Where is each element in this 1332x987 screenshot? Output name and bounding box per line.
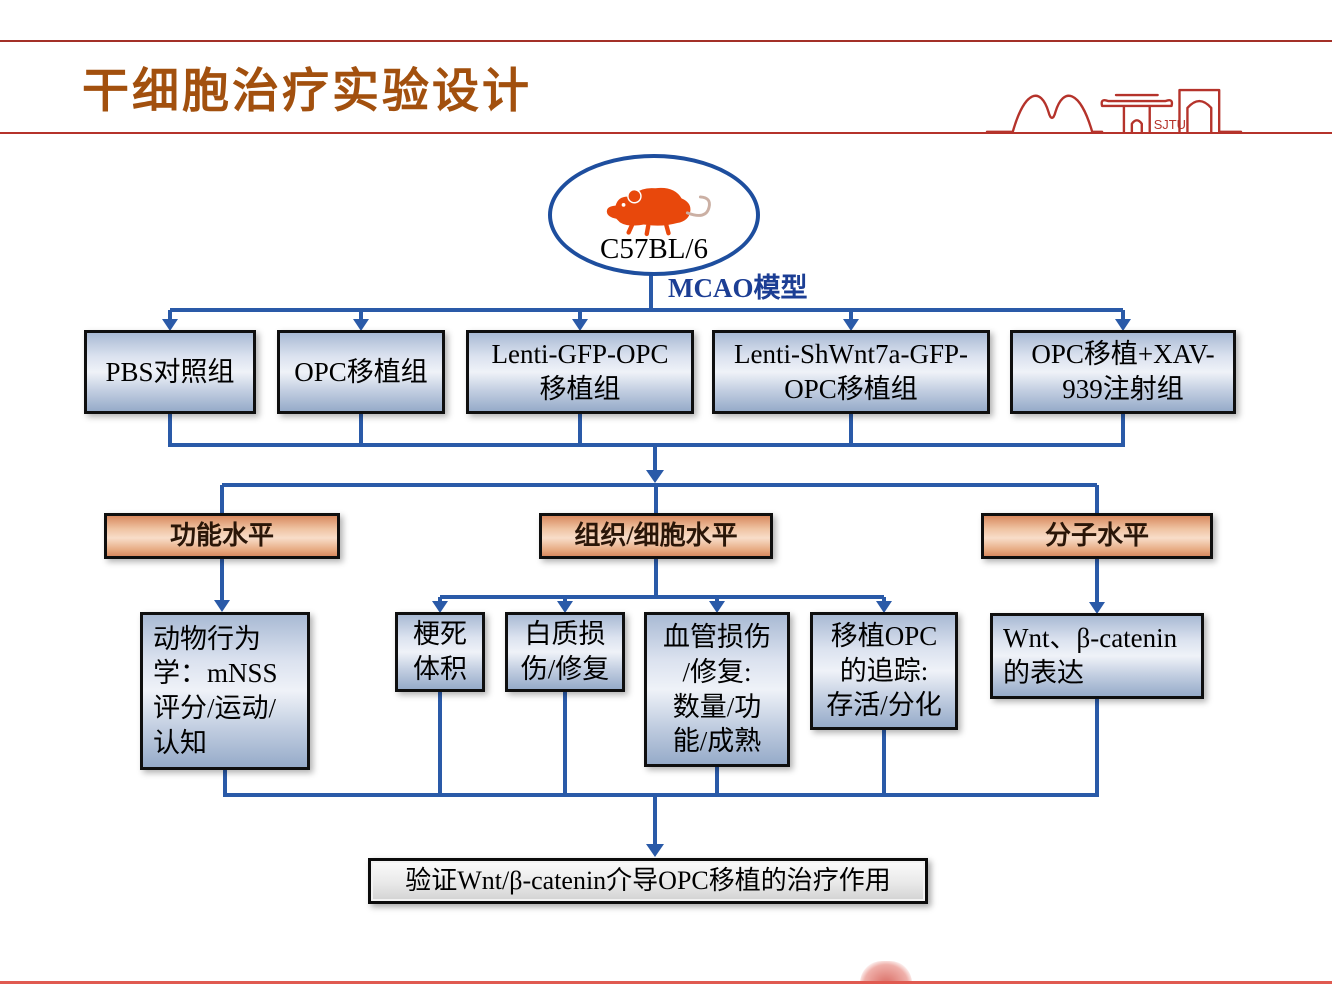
subject-node: C57BL/6	[548, 154, 760, 276]
title-underline	[0, 132, 1332, 134]
group-box-lenti-shwnt7a: Lenti-ShWnt7a-GFP- OPC移植组	[712, 330, 990, 414]
skyline-outline	[985, 88, 1243, 133]
logo-text: SJTU	[1154, 117, 1186, 132]
group-box-opc-xav939: OPC移植+XAV- 939注射组	[1010, 330, 1236, 414]
assess-box-vascular: 血管损伤 /修复: 数量/功 能/成熟	[644, 612, 790, 767]
group-box-pbs-control: PBS对照组	[84, 330, 256, 414]
page-title: 干细胞治疗实验设计	[82, 64, 532, 117]
assess-box-behavior: 动物行为 学：mNSS 评分/运动/ 认知	[140, 612, 310, 770]
level-box-tissue-cell: 组织/细胞水平	[539, 513, 773, 559]
connector-lines	[168, 266, 1125, 845]
level-box-functional: 功能水平	[104, 513, 340, 559]
subject-label: C57BL/6	[600, 233, 708, 265]
assess-box-white-matter: 白质损 伤/修复	[505, 612, 625, 692]
assess-box-infarct-volume: 梗死 体积	[395, 612, 485, 692]
group-box-lenti-gfp-opc: Lenti-GFP-OPC 移植组	[466, 330, 694, 414]
assess-box-wnt-expression: Wnt、β-catenin 的表达	[990, 613, 1204, 699]
level-box-molecular: 分子水平	[981, 513, 1213, 559]
assess-box-opc-tracking: 移植OPC 的追踪: 存活/分化	[810, 612, 958, 730]
top-accent-line	[0, 40, 1332, 42]
mouse-icon	[606, 187, 711, 237]
sjtu-skyline-logo: SJTU	[985, 88, 1243, 133]
group-box-opc-transplant: OPC移植组	[277, 330, 445, 414]
bottom-accent-line	[0, 981, 1332, 984]
bottom-blob	[860, 961, 912, 983]
model-label: MCAO模型	[668, 273, 808, 303]
conclusion-box: 验证Wnt/β-catenin介导OPC移植的治疗作用	[368, 858, 928, 904]
